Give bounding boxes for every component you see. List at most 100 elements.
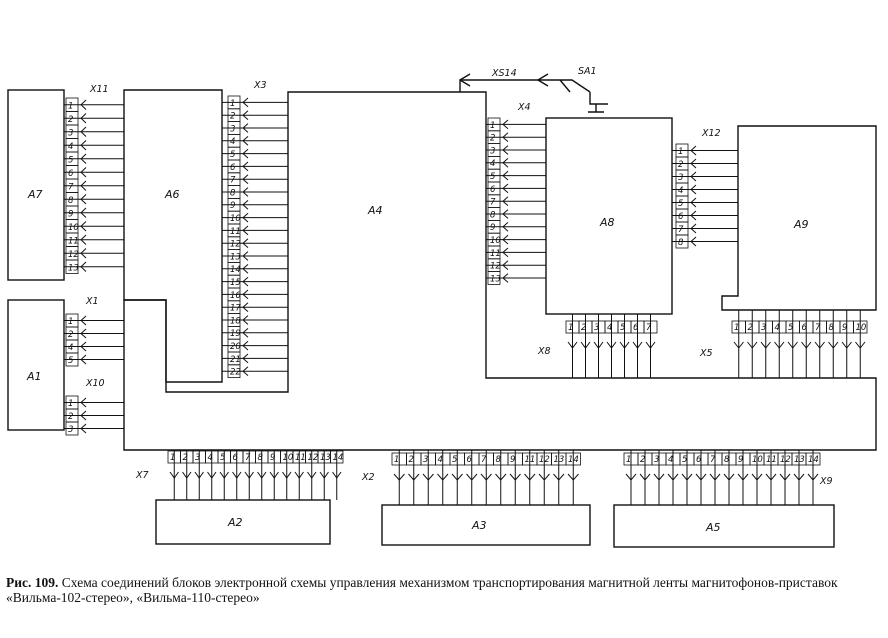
pin-arrow-x9-12 bbox=[779, 473, 791, 481]
pin-arrow-x7-2 bbox=[182, 471, 192, 479]
pin-label-x4-7: 7 bbox=[490, 198, 496, 208]
pin-label-x11-5: 5 bbox=[68, 156, 73, 166]
pin-arrow-x11-8 bbox=[80, 194, 87, 205]
pin-arrow-x12-1 bbox=[690, 145, 697, 156]
pin-label-x1-2: 2 bbox=[68, 330, 73, 340]
label-a1: A1 bbox=[26, 370, 42, 383]
pin-arrow-x3-12 bbox=[242, 238, 249, 248]
pin-arrow-x12-6 bbox=[690, 210, 697, 221]
pin-arrow-x11-6 bbox=[80, 167, 87, 178]
pin-box-x8-7 bbox=[643, 320, 658, 334]
pin-label-x3-19: 19 bbox=[230, 329, 241, 339]
pin-label-x2-3: 3 bbox=[423, 455, 428, 465]
pin-arrow-x10-1 bbox=[80, 397, 87, 408]
pin-label-x9-4: 4 bbox=[668, 455, 673, 465]
pin-label-x3-13: 13 bbox=[230, 252, 241, 262]
pin-label-x9-2: 2 bbox=[640, 455, 645, 465]
pin-arrow-x7-7 bbox=[244, 471, 254, 479]
pin-arrow-x7-13 bbox=[319, 471, 329, 479]
pin-arrow-x1-5 bbox=[80, 354, 87, 365]
pin-arrow-x3-19 bbox=[242, 328, 249, 338]
pin-arrow-x4-7 bbox=[502, 196, 509, 206]
pin-arrow-x3-17 bbox=[242, 302, 249, 312]
pin-label-x3-1: 1 bbox=[230, 99, 235, 109]
pin-arrow-x2-9 bbox=[509, 473, 521, 481]
pin-label-x3-14: 14 bbox=[230, 265, 241, 275]
pin-label-x7-14: 14 bbox=[333, 453, 344, 463]
pin-label-x1-5: 5 bbox=[68, 356, 73, 366]
pin-arrow-x3-1 bbox=[242, 97, 249, 108]
figure-caption: Рис. 109. Схема соединений блоков электр… bbox=[6, 575, 886, 605]
pin-label-x7-10: 10 bbox=[283, 453, 294, 463]
pin-arrow-x4-12 bbox=[502, 260, 509, 270]
pin-label-x7-11: 11 bbox=[295, 453, 306, 463]
label-a2: A2 bbox=[227, 516, 243, 529]
pin-box-x7-14 bbox=[330, 450, 344, 464]
pin-label-x7-9: 9 bbox=[270, 453, 275, 463]
pin-label-x11-6: 6 bbox=[68, 169, 74, 179]
pin-label-x5-8: 8 bbox=[829, 323, 835, 333]
pin-arrow-x8-7 bbox=[645, 341, 656, 349]
pin-label-x3-4: 4 bbox=[230, 137, 235, 147]
pin-label-x5-4: 4 bbox=[775, 323, 780, 333]
label-a7: A7 bbox=[27, 188, 43, 201]
pin-arrow-x8-4 bbox=[606, 341, 617, 349]
pin-arrow-x3-8 bbox=[242, 187, 249, 197]
pin-arrow-x12-4 bbox=[690, 184, 697, 195]
pin-arrow-x1-2 bbox=[80, 328, 87, 339]
pin-label-x5-6: 6 bbox=[802, 323, 808, 333]
pin-label-x9-7: 7 bbox=[710, 455, 716, 465]
pin-label-x4-3: 3 bbox=[490, 146, 495, 156]
pin-arrow-x11-1 bbox=[80, 99, 87, 110]
pin-box-x2-14 bbox=[565, 452, 581, 466]
pin-arrow-x11-3 bbox=[80, 126, 87, 137]
pin-arrow-x8-2 bbox=[580, 341, 591, 349]
label-xs14: XS14 bbox=[491, 68, 517, 79]
pin-arrow-x2-12 bbox=[538, 473, 550, 481]
label-x4: X4 bbox=[517, 102, 531, 113]
pin-arrow-x3-16 bbox=[242, 289, 249, 300]
pin-arrow-x11-4 bbox=[80, 140, 87, 151]
pin-label-x11-13: 13 bbox=[68, 264, 79, 274]
pin-arrow-x7-3 bbox=[194, 471, 204, 479]
pin-arrow-x3-11 bbox=[242, 225, 249, 236]
pin-arrow-x3-22 bbox=[242, 366, 249, 376]
pin-label-x9-1: 1 bbox=[626, 455, 631, 465]
pin-arrow-x9-9 bbox=[737, 473, 749, 481]
label-x1: X1 bbox=[85, 296, 99, 307]
block-a6 bbox=[123, 89, 223, 383]
pin-label-x9-6: 6 bbox=[696, 455, 702, 465]
pin-label-x7-1: 1 bbox=[170, 453, 175, 463]
pin-label-x12-1: 1 bbox=[678, 147, 683, 157]
pin-label-x2-7: 7 bbox=[481, 455, 487, 465]
pin-arrow-x4-6 bbox=[502, 183, 509, 194]
pin-arrow-x3-13 bbox=[242, 251, 249, 261]
pin-label-x2-13: 13 bbox=[554, 455, 565, 465]
block-a2 bbox=[155, 499, 331, 545]
pin-label-x10-1: 1 bbox=[68, 399, 73, 409]
label-x8: X8 bbox=[537, 346, 551, 357]
pin-label-x3-6: 6 bbox=[230, 163, 236, 173]
pin-arrow-x11-5 bbox=[80, 153, 87, 164]
pin-label-x7-8: 8 bbox=[258, 453, 264, 463]
pin-arrow-x2-2 bbox=[408, 473, 420, 481]
label-sa1: SA1 bbox=[578, 66, 597, 77]
pin-arrow-x9-8 bbox=[723, 473, 735, 481]
pin-label-x9-5: 5 bbox=[682, 455, 687, 465]
pin-box-x1-5 bbox=[65, 352, 79, 367]
pin-label-x11-1: 1 bbox=[68, 102, 73, 112]
pin-arrow-x5-8 bbox=[828, 341, 839, 349]
pin-arrow-x7-1 bbox=[169, 471, 179, 479]
pin-arrow-x3-20 bbox=[242, 340, 249, 351]
pin-arrow-x7-11 bbox=[294, 471, 304, 479]
block-a9 bbox=[721, 125, 877, 311]
pin-label-x8-2: 2 bbox=[581, 323, 586, 333]
pin-label-x8-7: 7 bbox=[646, 323, 652, 333]
pin-arrow-x5-4 bbox=[774, 341, 785, 349]
label-a4: A4 bbox=[367, 204, 383, 217]
pin-label-x3-21: 21 bbox=[230, 355, 241, 365]
pin-label-x7-13: 13 bbox=[320, 453, 331, 463]
pin-arrow-x9-1 bbox=[625, 473, 637, 481]
pin-arrow-x12-3 bbox=[690, 171, 697, 182]
pin-label-x7-7: 7 bbox=[245, 453, 251, 463]
